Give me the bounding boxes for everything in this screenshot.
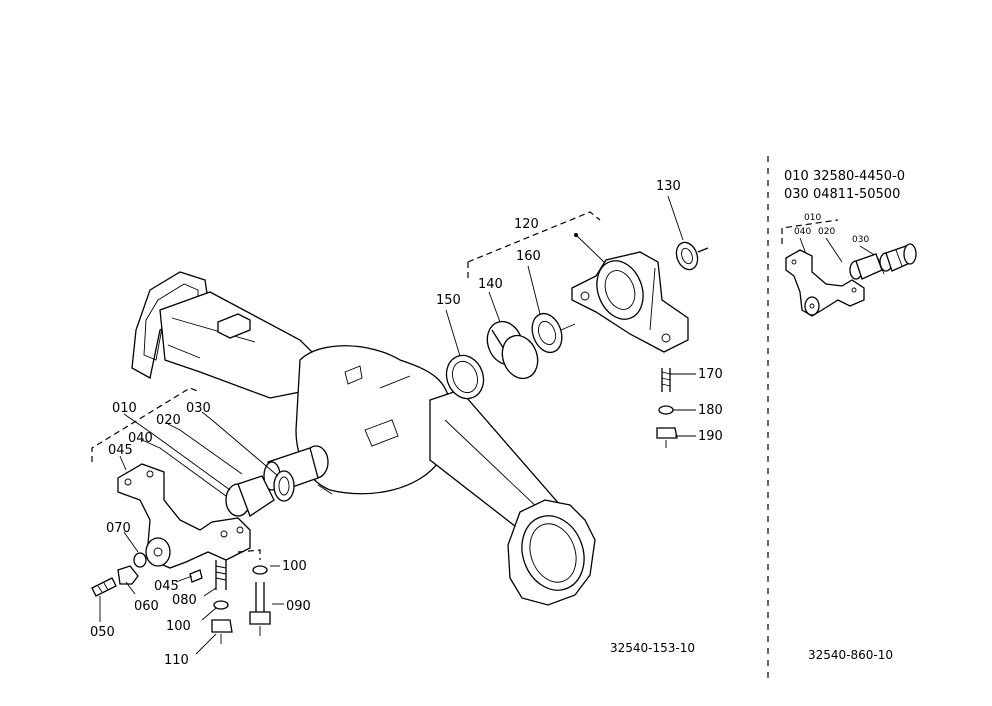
callout-130: 130 bbox=[656, 179, 681, 194]
callout-leaders bbox=[99, 195, 696, 655]
inset-part-number-010: 010 32580-4450-0 bbox=[784, 169, 905, 184]
callout-010: 010 bbox=[112, 401, 137, 416]
callout-090: 090 bbox=[286, 599, 311, 614]
callout-050: 050 bbox=[90, 625, 115, 640]
callout-045-upper: 045 bbox=[108, 443, 133, 458]
bearing-support-assembly bbox=[445, 211, 709, 448]
callout-140: 140 bbox=[478, 277, 503, 292]
callout-150: 150 bbox=[436, 293, 461, 308]
callout-170: 170 bbox=[698, 367, 723, 382]
callout-045-lower: 045 bbox=[154, 579, 179, 594]
callout-040: 040 bbox=[128, 431, 153, 446]
callout-labels: 010 020 030 040 045 070 045 060 080 050 … bbox=[90, 179, 723, 668]
front-support-assembly bbox=[91, 387, 295, 644]
callout-020: 020 bbox=[156, 413, 181, 428]
main-figure-number: 32540-153-10 bbox=[610, 641, 695, 655]
inset-label-040: 040 bbox=[794, 227, 811, 237]
callout-100-right: 100 bbox=[282, 559, 307, 574]
callout-070: 070 bbox=[106, 521, 131, 536]
callout-120: 120 bbox=[514, 217, 539, 232]
callout-110: 110 bbox=[164, 653, 189, 668]
inset-label-020: 020 bbox=[818, 227, 835, 237]
inset-figure-number: 32540-860-10 bbox=[808, 648, 893, 662]
callout-060: 060 bbox=[134, 599, 159, 614]
inset-label-010: 010 bbox=[804, 213, 821, 223]
inset-part-number-030: 030 04811-50500 bbox=[784, 187, 900, 202]
callout-080: 080 bbox=[172, 593, 197, 608]
callout-190: 190 bbox=[698, 429, 723, 444]
axle-case bbox=[131, 271, 596, 606]
inset-panel: 010 32580-4450-0 030 04811-50500 010 040… bbox=[781, 169, 917, 317]
callout-100-lower: 100 bbox=[166, 619, 191, 634]
callout-030: 030 bbox=[186, 401, 211, 416]
callout-160: 160 bbox=[516, 249, 541, 264]
inset-label-030: 030 bbox=[852, 235, 869, 245]
callout-180: 180 bbox=[698, 403, 723, 418]
